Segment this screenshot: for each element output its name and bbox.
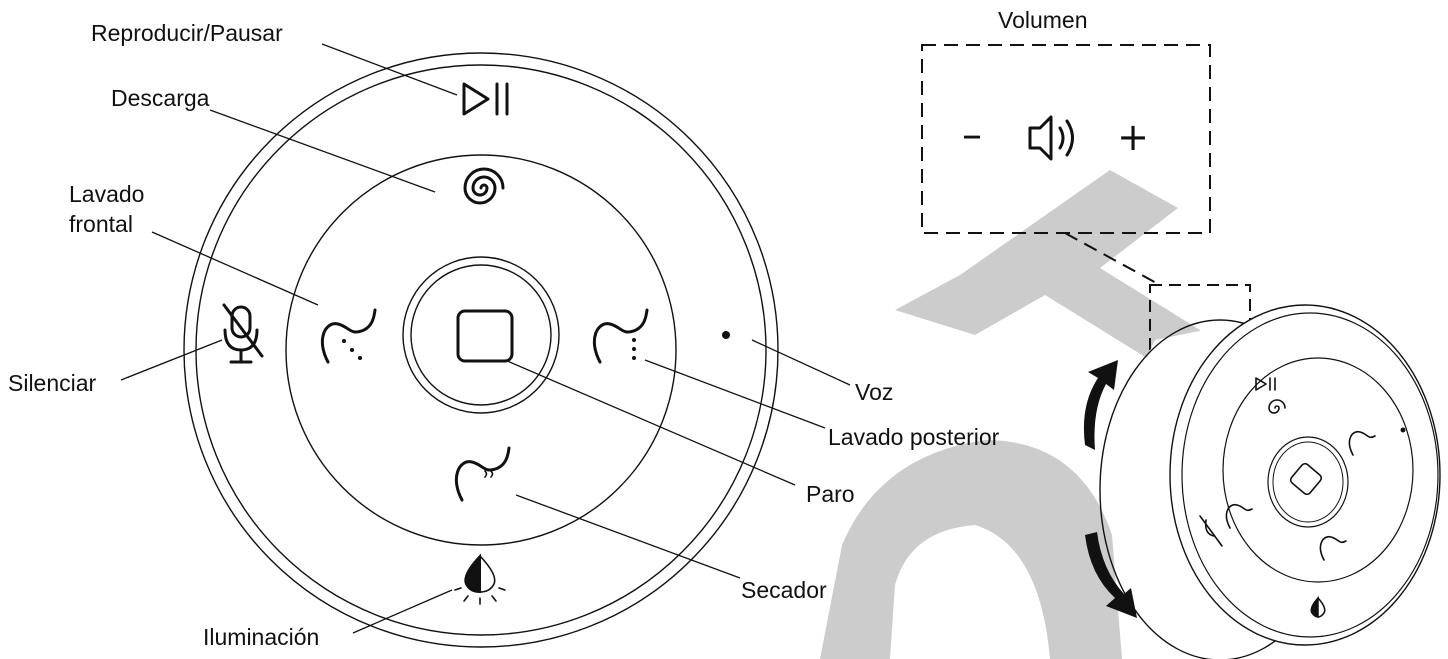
volume-down-button[interactable]: –: [962, 112, 982, 158]
dryer-button[interactable]: [454, 446, 511, 502]
label-lighting: Iluminación: [203, 624, 319, 650]
dryer-icon: [454, 446, 511, 502]
stop-square-icon: [456, 309, 514, 363]
mute-button[interactable]: [222, 303, 264, 364]
label-voice: Voz: [855, 379, 893, 405]
front-wash-button[interactable]: [320, 308, 377, 364]
remote-3d-view: [1099, 300, 1441, 659]
voice-dot-icon: [722, 331, 730, 339]
volume-button[interactable]: [1028, 115, 1074, 161]
mic-off-icon: [222, 303, 264, 364]
volume-minus-label: –: [962, 112, 982, 158]
rotate-arrow-icon: [1083, 360, 1137, 618]
volume-up-button[interactable]: +: [1117, 115, 1149, 159]
volume-plus-label: +: [1117, 115, 1149, 159]
label-volume: Volumen: [998, 7, 1088, 33]
stop-button[interactable]: [456, 309, 514, 363]
label-flush: Descarga: [111, 85, 210, 111]
light-icon: [454, 553, 506, 605]
speaker-icon: [1028, 115, 1074, 161]
voice-button[interactable]: [722, 331, 730, 339]
spiral-flush-icon: [463, 167, 505, 205]
label-dryer: Secador: [741, 577, 827, 603]
rear-wash-icon: [592, 308, 649, 364]
play-pause-button[interactable]: [462, 82, 509, 116]
rear-wash-button[interactable]: [592, 308, 649, 364]
label-mute: Silenciar: [8, 370, 97, 396]
label-play-pause: Reproducir/Pausar: [91, 20, 283, 46]
play-pause-icon: [462, 82, 509, 116]
label-front-wash-line1: Lavado: [69, 181, 144, 207]
lighting-button[interactable]: [454, 553, 506, 605]
label-front-wash-line2: frontal: [69, 211, 133, 237]
label-rear-wash: Lavado posterior: [828, 424, 1000, 450]
label-stop: Paro: [806, 481, 855, 507]
flush-button[interactable]: [463, 167, 505, 205]
front-wash-icon: [320, 308, 377, 364]
leader-lines: [120, 43, 851, 634]
